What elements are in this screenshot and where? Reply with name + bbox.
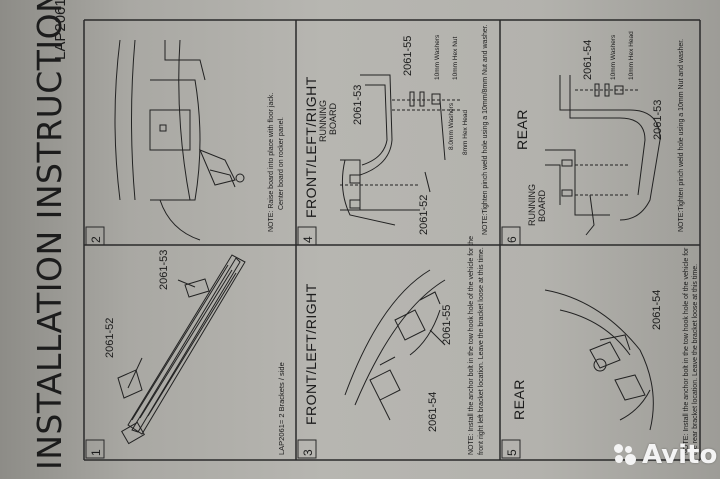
step4-callout-a: 2061-55: [402, 35, 414, 76]
step1-note: LAP2061= 2 Brackets / side: [277, 362, 286, 455]
step6-note: NOTE:Tighten pinch weld hole using a 10m…: [678, 38, 685, 232]
step1-callout-a: 2061-52: [104, 317, 116, 358]
step3-number: 3: [301, 449, 315, 456]
step6-section-drawing: [545, 75, 661, 236]
step4-hw-washers-10: 10mm Washers: [434, 34, 441, 80]
step3-label: FRONT/LEFT/RIGHT: [303, 283, 319, 425]
step4-running-2: BOARD: [328, 102, 338, 135]
step4-number: 4: [301, 236, 315, 243]
step4-hw-washers-8: 8.0mm Washers: [448, 102, 455, 150]
step6-hw-washers-10: 10mm Washers: [610, 34, 617, 80]
step6-callout-a: 2061-54: [582, 39, 594, 80]
step4-note: NOTE:Tighten pinch weld hole using a 10m…: [482, 24, 489, 235]
watermark-text: Avito: [642, 440, 718, 470]
step2-number: 2: [89, 236, 103, 243]
step4-hw-nut-10: 10mm Hex Nut: [452, 36, 459, 80]
step2-vehicle-drawing: [114, 39, 245, 241]
step6-running-1: RUNNING: [527, 184, 537, 226]
step3-note-line2: front right left bracket location. Leave…: [478, 247, 485, 455]
step3-callout-a: 2061-54: [427, 391, 439, 432]
product-code: LAP2061: [52, 0, 69, 60]
step5-bracket-drawing: [544, 289, 654, 431]
step6-running-2: BOARD: [537, 189, 547, 222]
avito-watermark: Avito: [614, 440, 717, 470]
step1-number: 1: [89, 449, 103, 456]
step2-note-line1: NOTE: Raise board into place with floor …: [268, 92, 275, 232]
step5-number: 5: [505, 449, 519, 456]
step2-note-line2: Center board on rocker panel.: [278, 117, 285, 210]
step4-running-1: RUNNING: [318, 100, 328, 142]
step4-callout-b: 2061-53: [352, 84, 364, 125]
step4-callout-c: 2061-52: [418, 194, 430, 235]
step3-note-line1: NOTE: Install the anchor bolt in the tow…: [468, 235, 475, 455]
step4-section-drawing: [340, 74, 460, 226]
step5-note-line2: the rear bracket location. Leave the bra…: [692, 263, 699, 455]
step6-callout-b: 2061-53: [652, 99, 664, 140]
step5-label: REAR: [511, 379, 527, 420]
step6-number: 6: [505, 236, 519, 243]
page-title: INSTALLATION INSTRUCTIONS Side 2: [30, 0, 69, 470]
step4-label: FRONT/LEFT/RIGHT: [303, 76, 319, 218]
step3-bracket-drawing: [344, 269, 446, 421]
step6-hw-nut-10: 10mm Hex Head: [628, 31, 635, 80]
step6-label: REAR: [514, 109, 530, 150]
step1-callout-b: 2061-53: [158, 249, 170, 290]
avito-logo-icon: [614, 444, 636, 466]
step5-callout-a: 2061-54: [651, 289, 663, 330]
step1-board-drawing: [117, 254, 246, 445]
step4-hw-head-8: 8mm Hex Head: [462, 109, 469, 155]
step5-note-line1: NOTE: Install the anchor bolt in the tow…: [683, 247, 690, 455]
step3-callout-b: 2061-55: [441, 304, 453, 345]
